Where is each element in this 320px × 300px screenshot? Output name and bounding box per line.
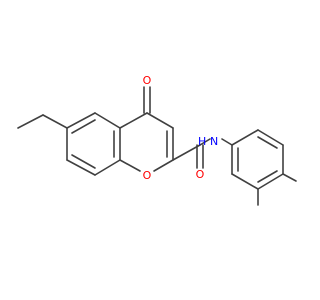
bond-c2-camide [172,144,201,161]
bond-n-aryl [221,138,233,146]
bond-benzo-5-inner [71,154,96,169]
atom-label-ring-oxygen: O [143,169,152,182]
bond-methyl-para [282,173,297,182]
bond-c2-o1 [153,159,174,172]
atom-labels: O O O N H [143,74,219,182]
atom-label-amide-nitrogen: N [210,135,218,148]
bond-benzo-5 [66,159,96,176]
bond-aryl-5 [231,173,259,190]
bond-aryl-2-inner [257,136,278,149]
bond-aryl-2 [257,129,284,146]
bond-benzo-2 [94,112,121,129]
bond-benzo-1-inner [71,119,96,134]
bond-c4-c4a [119,112,148,129]
bond-aryl-1 [231,129,259,146]
bond-c4-c3 [146,112,174,129]
atom-label-carbonyl-oxygen: O [143,74,152,87]
bond-aryl-4 [257,173,284,190]
bond-o1-c8a [119,159,141,172]
bonds [17,86,297,206]
bond-aryl-4-inner [257,170,278,183]
bond-benzo-4 [94,159,121,176]
bond-camide-n [199,138,211,146]
molecule-structure: O O O N H [17,74,297,206]
atom-label-amide-hydrogen: H [198,135,206,148]
bond-benzo-1 [66,112,96,129]
bond-ethyl-ch3 [17,114,44,129]
atom-label-amide-oxygen: O [196,168,205,181]
bond-ethyl-ch2 [42,114,68,129]
